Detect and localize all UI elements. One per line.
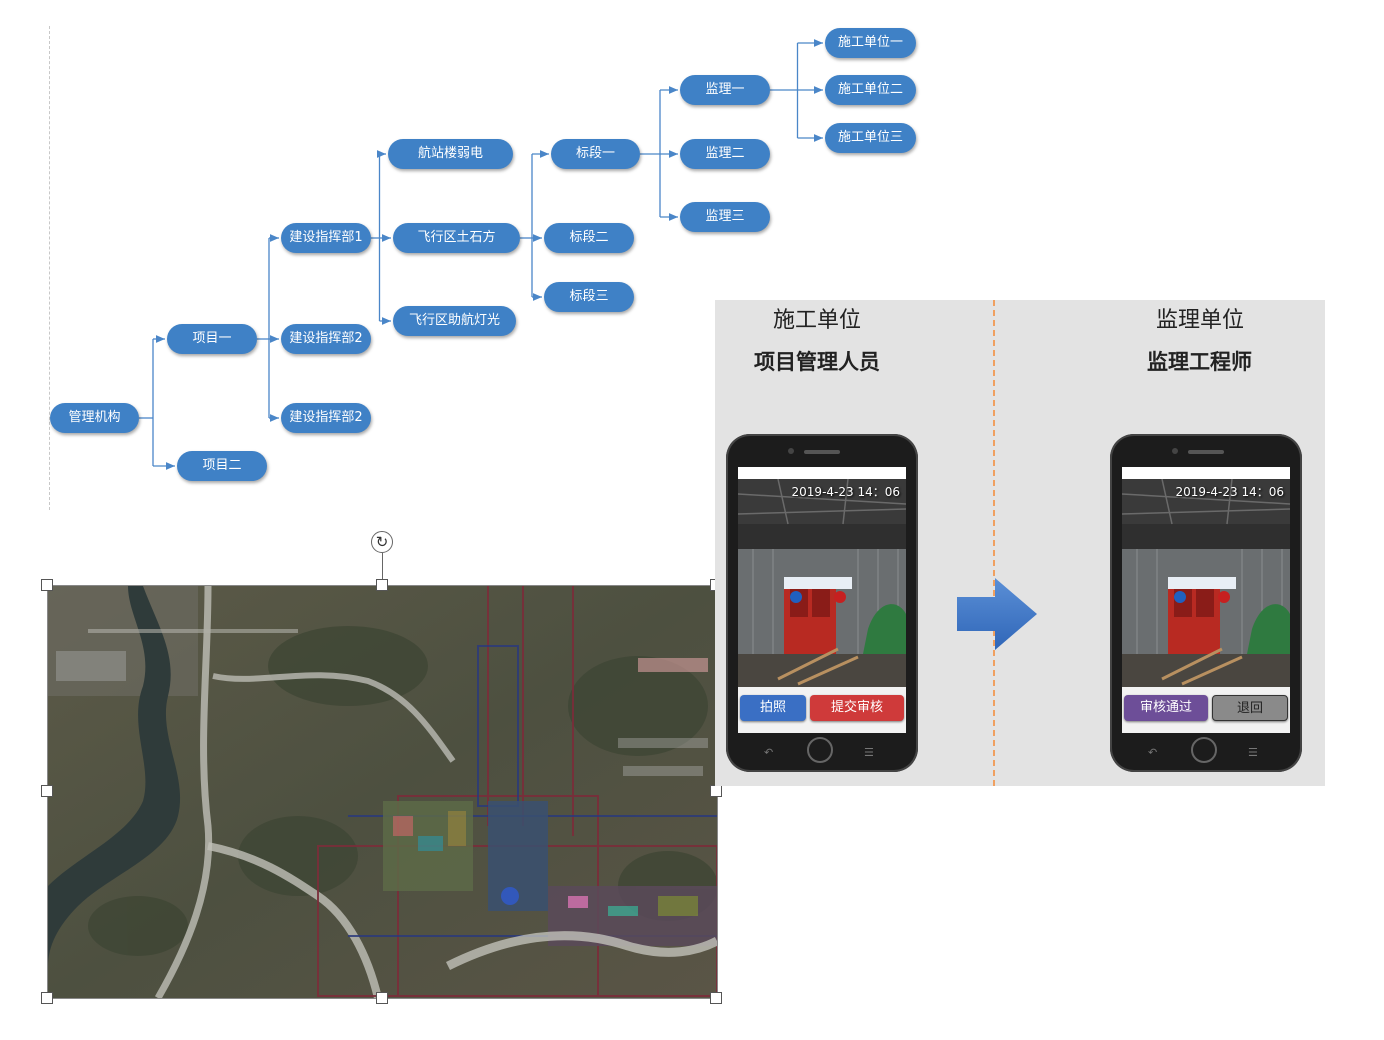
contractor-action-bar: 拍照 提交审核 [738,687,906,733]
resize-handle-tm[interactable] [376,579,388,591]
resize-handle-ml[interactable] [41,785,53,797]
tree-node-contractor-1[interactable]: 施工单位一 [825,28,916,58]
right-unit-title: 监理单位 [1156,308,1245,333]
phone-status-bar [1122,467,1290,479]
tree-node-contractor-2[interactable]: 施工单位二 [825,75,916,105]
site-map-image[interactable] [47,585,718,999]
tree-node-project-2[interactable]: 项目二 [177,451,267,481]
home-button-icon [807,737,833,763]
tree-node-section-1[interactable]: 标段一 [551,139,640,169]
contractor-phone: 2019-4-23 14：06 拍照 提交审核 ↶ ☰ [726,434,918,772]
resize-handle-mr[interactable] [710,785,722,797]
resize-handle-br[interactable] [710,992,722,1004]
site-photo: 2019-4-23 14：06 [738,479,906,687]
tree-node-command-2b[interactable]: 建设指挥部2 [281,403,371,433]
approval-workflow-panel: 施工单位 项目管理人员 监理单位 监理工程师 [715,300,1325,786]
tree-node-airfield-lighting[interactable]: 飞行区助航灯光 [393,306,516,336]
tree-node-airfield-earthwork[interactable]: 飞行区土石方 [393,223,520,253]
left-dashed-guide [49,26,50,510]
tree-node-supervisor-1[interactable]: 监理一 [680,75,770,105]
photo-timestamp: 2019-4-23 14：06 [1175,485,1284,499]
workflow-arrow-icon [957,578,1037,650]
resize-handle-bl[interactable] [41,992,53,1004]
supervisor-action-bar: 审核通过 退回 [1122,687,1290,733]
org-tree-connectors [139,39,823,470]
submit-review-button[interactable]: 提交审核 [810,695,904,721]
tree-node-project-1[interactable]: 项目一 [167,324,257,354]
phone-speaker [1188,450,1224,454]
menu-icon: ☰ [1248,746,1258,759]
home-button-icon [1191,737,1217,763]
tree-node-command-2a[interactable]: 建设指挥部2 [281,324,371,354]
site-photo: 2019-4-23 14：06 [1122,479,1290,687]
right-role-title: 监理工程师 [1147,350,1252,374]
phone-camera-icon [1172,448,1178,454]
approve-button[interactable]: 审核通过 [1124,695,1208,721]
site-photo-drawing [738,479,906,687]
map-satellite-overlay [48,586,717,998]
back-icon: ↶ [764,746,774,759]
phone-speaker [804,450,840,454]
tree-node-supervisor-3[interactable]: 监理三 [680,202,770,232]
workflow-divider [993,300,995,786]
phone-camera-icon [788,448,794,454]
tree-node-section-2[interactable]: 标段二 [544,223,634,253]
resize-handle-tl[interactable] [41,579,53,591]
phone-status-bar [738,467,906,479]
site-photo-drawing [1122,479,1290,687]
rotate-handle-stem [382,553,383,579]
tree-node-command-1[interactable]: 建设指挥部1 [281,223,371,253]
tree-node-section-3[interactable]: 标段三 [544,282,634,312]
resize-handle-bm[interactable] [376,992,388,1004]
back-icon: ↶ [1148,746,1158,759]
tree-node-supervisor-2[interactable]: 监理二 [680,139,770,169]
supervisor-phone: 2019-4-23 14：06 审核通过 退回 ↶ ☰ [1110,434,1302,772]
tree-node-terminal-weak-current[interactable]: 航站楼弱电 [388,139,513,169]
menu-icon: ☰ [864,746,874,759]
reject-button[interactable]: 退回 [1212,695,1288,721]
left-unit-title: 施工单位 [773,308,862,333]
photo-timestamp: 2019-4-23 14：06 [791,485,900,499]
take-photo-button[interactable]: 拍照 [740,695,806,721]
tree-node-root[interactable]: 管理机构 [50,403,139,433]
left-role-title: 项目管理人员 [754,350,880,374]
rotate-handle-icon[interactable]: ↻ [371,531,393,553]
tree-node-contractor-3[interactable]: 施工单位三 [825,123,916,153]
